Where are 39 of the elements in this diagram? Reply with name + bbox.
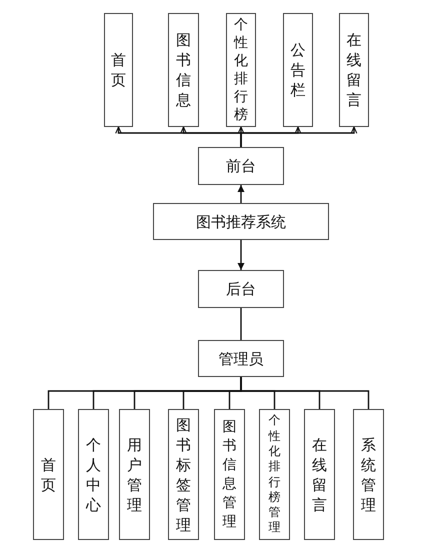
module-box [259,409,290,540]
connector-line [240,308,242,340]
module-label: 用户管理 [127,434,142,514]
module-box [168,13,199,127]
system-label: 管理员 [218,348,264,368]
module-box [353,409,384,540]
system-box [153,203,329,240]
module-label: 在线留言 [312,434,327,514]
module-label: 图书标签管理 [176,414,191,534]
module-label: 首页 [41,454,56,494]
module-label: 图书信息 [176,30,191,110]
arrow [238,185,244,203]
arrow [240,126,358,147]
module-box [78,409,109,540]
module-label: 在线留言 [346,30,362,110]
module-box [168,409,199,540]
module-box [339,13,369,127]
module-box [226,13,256,127]
system-box [198,270,284,308]
system-label: 前台 [226,156,256,176]
module-label: 个人中心 [86,434,101,514]
module-label: 系统管理 [361,434,376,514]
system-box [198,147,284,185]
module-label: 公告栏 [290,40,306,100]
module-box [33,409,64,540]
system-label: 后台 [226,279,256,299]
module-box [304,409,335,540]
module-label: 个性化排行榜 [234,16,248,124]
module-box [119,409,150,540]
module-label: 个性化排行榜管理 [268,413,280,536]
module-label: 首页 [111,50,126,90]
arrow [238,240,244,270]
module-box [283,13,313,127]
module-box [214,409,245,540]
module-label: 图书信息管理 [222,418,236,532]
system-box [198,340,284,377]
system-label: 图书推荐系统 [196,212,286,232]
module-box [104,13,133,127]
connector-line [240,377,370,409]
